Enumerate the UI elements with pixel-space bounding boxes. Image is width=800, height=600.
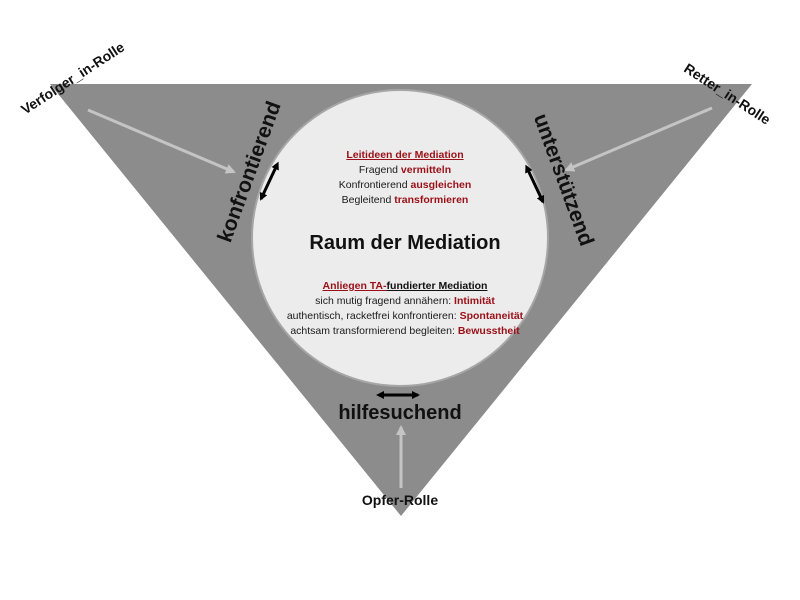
concern-line-accent: Bewusstheit (457, 325, 520, 337)
ideas-heading: Leitideen der Mediation (255, 148, 555, 163)
idea-line-accent: ausgleichen (410, 179, 472, 191)
idea-line-accent: transformieren (394, 194, 469, 206)
concern-line-text: authentisch, racketfrei konfrontieren: (286, 310, 460, 322)
left-double-arrow (259, 161, 279, 201)
mediation-space-circle (251, 89, 549, 387)
idea-line-text: Begleitend (341, 194, 395, 206)
idea-line-text: Fragend (358, 164, 401, 176)
verfolger-arrow (87, 108, 236, 174)
concern-line-text: sich mutig fragend annähern: (315, 295, 455, 307)
idea-line-accent: vermitteln (400, 164, 452, 176)
retter-arrow (564, 106, 713, 172)
side-label-hilfesuchend: hilfesuchend (338, 402, 462, 424)
concerns-heading: Anliegen TA-fundierter Mediation (255, 279, 555, 294)
concerns-heading-part2: fundierter Mediation (386, 280, 488, 292)
mediation-space-content: Leitideen der Mediation Fragend vermitte… (255, 120, 555, 360)
concern-line: sich mutig fragend annähern: Intimität (255, 294, 555, 309)
ideas-heading-text: Leitideen der Mediation (346, 149, 464, 161)
concern-line-accent: Spontaneität (459, 310, 524, 322)
concerns-heading-part1: Anliegen TA- (322, 280, 387, 292)
concern-line-accent: Intimität (454, 295, 495, 307)
idea-line: Fragend vermitteln (255, 163, 555, 178)
concern-line-text: achtsam transformierend begleiten: (290, 325, 458, 337)
concern-line: achtsam transformierend begleiten: Bewus… (255, 324, 555, 339)
mediation-title: Raum der Mediation (309, 232, 501, 254)
idea-line: Konfrontierend ausgleichen (255, 178, 555, 193)
idea-line-text: Konfrontierend (338, 179, 411, 191)
concern-line: authentisch, racketfrei konfrontieren: S… (255, 309, 555, 324)
right-double-arrow (525, 164, 545, 204)
opfer-role-label: Opfer-Rolle (361, 492, 439, 508)
idea-line: Begleitend transformieren (255, 193, 555, 208)
